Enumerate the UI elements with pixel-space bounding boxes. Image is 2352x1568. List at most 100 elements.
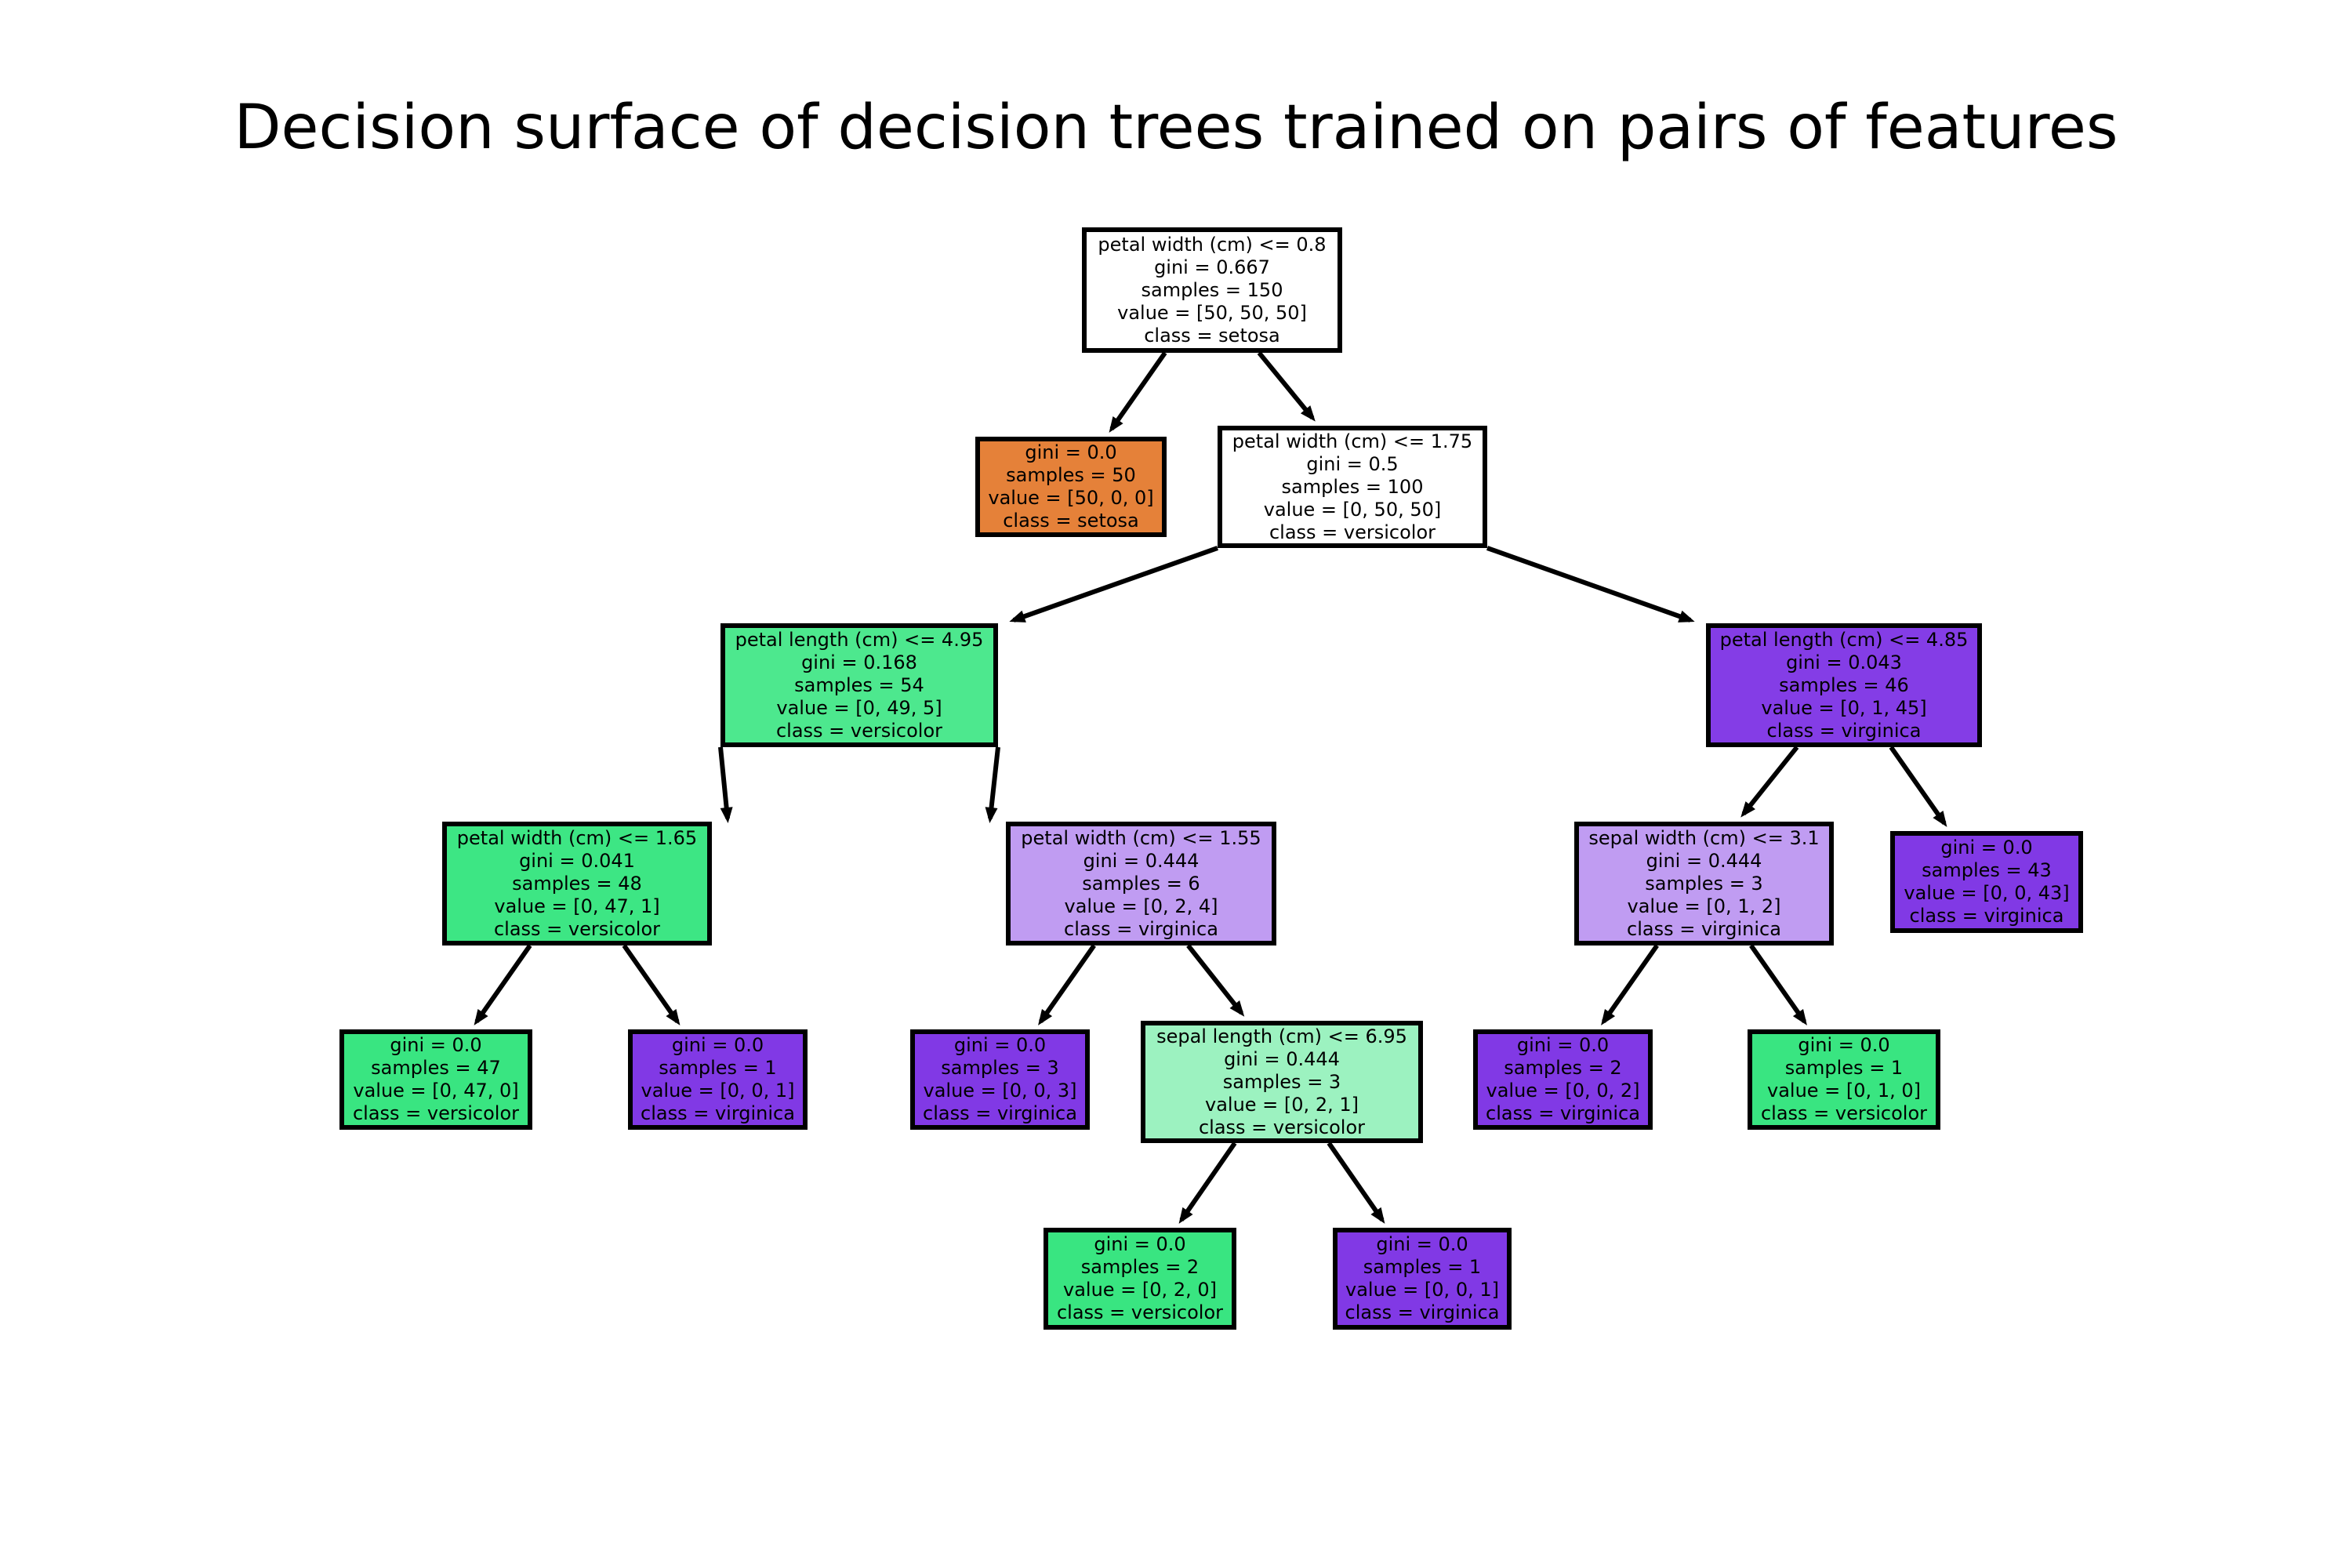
node-text-line: value = [50, 50, 50] [1117, 301, 1307, 324]
node-text-line: gini = 0.0 [390, 1034, 482, 1056]
node-text-line: petal width (cm) <= 0.8 [1098, 233, 1327, 256]
node-text-line: gini = 0.041 [519, 849, 635, 872]
tree-edge [1486, 546, 1692, 622]
tree-edge [1186, 944, 1243, 1014]
node-text-line: class = virginica [1064, 917, 1218, 940]
edge-arrowhead [1009, 610, 1026, 622]
node-text-line: samples = 1 [1363, 1256, 1482, 1278]
node-text-line: petal width (cm) <= 1.65 [456, 826, 698, 849]
node-text-line: samples = 48 [512, 872, 642, 895]
node-text-line: gini = 0.444 [1224, 1047, 1340, 1070]
edge-arrowhead [474, 1008, 488, 1025]
node-text-line: samples = 1 [1784, 1057, 1904, 1079]
node-text-line: class = versicolor [1056, 1301, 1224, 1323]
node-text-line: class = virginica [923, 1102, 1077, 1124]
edge-arrowhead [1933, 810, 1947, 827]
node-text-line: gini = 0.0 [1798, 1034, 1890, 1056]
node-text-line: class = versicolor [1198, 1116, 1366, 1138]
node-text-line: samples = 54 [794, 673, 924, 696]
tree-edge [718, 746, 730, 819]
tree-edge [1602, 944, 1659, 1023]
tree-edge [1012, 546, 1219, 622]
tree-edge [1179, 1142, 1237, 1221]
node-text-line: gini = 0.168 [801, 651, 917, 673]
node-text-line: value = [0, 2, 0] [1063, 1279, 1217, 1301]
node-text-line: samples = 46 [1779, 673, 1909, 696]
edge-arrowhead [666, 1008, 681, 1025]
node-text-line: value = [0, 2, 4] [1064, 895, 1218, 917]
node-text-line: class = virginica [1486, 1102, 1640, 1124]
node-text-line: petal length (cm) <= 4.85 [1719, 628, 1969, 651]
edge-arrowhead [1109, 416, 1123, 433]
node-text-line: value = [0, 1, 0] [1767, 1080, 1921, 1102]
tree-edge [622, 944, 680, 1023]
edge-arrowhead [985, 807, 998, 823]
node-text-line: samples = 3 [1222, 1070, 1341, 1093]
edge-arrowhead [1300, 405, 1316, 422]
node-text-line: class = virginica [1345, 1301, 1500, 1323]
tree-edge [988, 746, 1000, 819]
node-text-line: gini = 0.0 [1376, 1233, 1468, 1255]
diagram-title: Decision surface of decision trees train… [234, 93, 2118, 163]
node-text-line: gini = 0.0 [1516, 1034, 1610, 1056]
node-text-line: sepal width (cm) <= 3.1 [1588, 826, 1820, 849]
node-text-line: samples = 2 [1080, 1256, 1200, 1278]
node-text-line: value = [0, 1, 45] [1761, 696, 1927, 719]
node-text-line: sepal length (cm) <= 6.95 [1156, 1025, 1407, 1047]
edge-arrowhead [1740, 801, 1755, 818]
node-text-line: value = [0, 1, 2] [1627, 895, 1781, 917]
node-text-line: gini = 0.0 [953, 1034, 1047, 1056]
node-text-line: samples = 150 [1141, 278, 1283, 301]
tree-edge [1327, 1142, 1385, 1221]
node-text-line: class = versicolor [1269, 521, 1436, 543]
node-text-line: samples = 3 [941, 1057, 1059, 1079]
node-text-line: value = [0, 0, 3] [923, 1080, 1077, 1102]
node-text-line: value = [0, 0, 2] [1486, 1080, 1640, 1102]
edge-arrowhead [1601, 1008, 1616, 1025]
node-text-line: value = [0, 47, 1] [494, 895, 660, 917]
node-text-line: class = versicolor [1760, 1102, 1928, 1124]
node-text-line: value = [0, 0, 1] [1345, 1279, 1499, 1301]
node-text-line: value = [0, 50, 50] [1263, 498, 1442, 521]
node-text-line: class = virginica [1627, 917, 1781, 940]
node-text-line: samples = 43 [1922, 859, 2052, 881]
edge-arrowhead [1792, 1008, 1807, 1025]
node-text-line: samples = 50 [1006, 464, 1136, 486]
node-text-line: class = virginica [1909, 905, 2064, 927]
tree-edge [1749, 944, 1806, 1023]
node-text-line: value = [50, 0, 0] [988, 487, 1154, 509]
node-text-line: gini = 0.0 [671, 1034, 764, 1056]
node-text-line: samples = 100 [1281, 475, 1424, 498]
node-text-line: samples = 47 [371, 1057, 501, 1079]
node-text-line: class = virginica [1766, 719, 1922, 742]
node-text-line: petal width (cm) <= 1.75 [1232, 430, 1473, 452]
edge-arrowhead [1229, 1000, 1245, 1017]
node-text-line: samples = 2 [1504, 1057, 1622, 1079]
tree-edge [1741, 746, 1799, 815]
node-text-line: gini = 0.444 [1083, 849, 1200, 872]
node-text-line: gini = 0.0 [1025, 441, 1117, 463]
node-text-line: value = [0, 0, 1] [641, 1080, 795, 1102]
edge-arrowhead [1370, 1207, 1385, 1224]
node-text-line: class = setosa [1144, 324, 1280, 347]
node-text-line: value = [0, 49, 5] [776, 696, 942, 719]
node-text-line: samples = 3 [1645, 872, 1763, 895]
node-text-line: gini = 0.0 [1940, 837, 2033, 858]
tree-edge [1889, 746, 1947, 825]
edge-arrowhead [1178, 1207, 1193, 1224]
node-text-line: class = setosa [1003, 510, 1139, 532]
node-text-line: gini = 0.0 [1094, 1233, 1186, 1255]
